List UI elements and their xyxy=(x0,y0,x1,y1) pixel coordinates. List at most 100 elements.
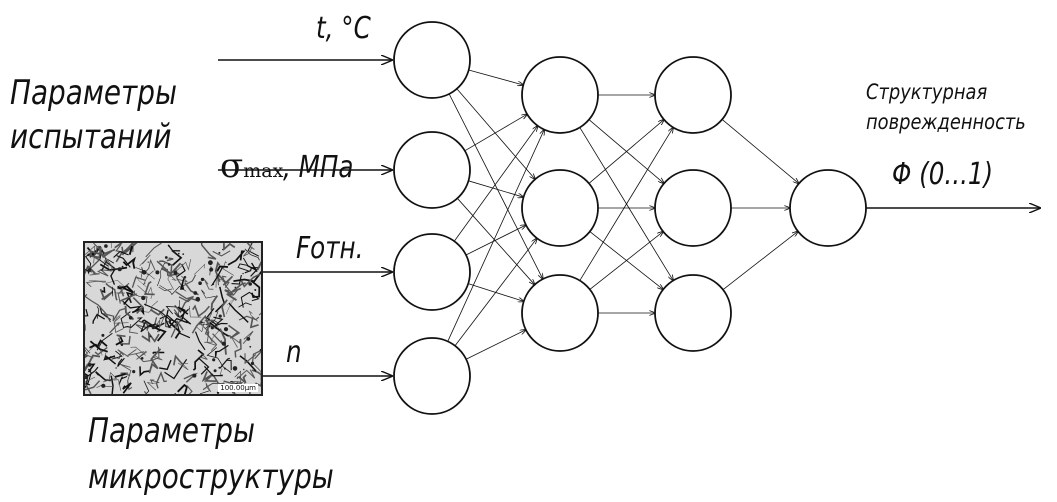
grain-particle xyxy=(167,263,171,266)
grain-boundary xyxy=(118,375,128,385)
grain-boundary xyxy=(212,250,231,257)
grain-particle xyxy=(234,286,237,289)
grain-boundary xyxy=(116,334,126,338)
grain-boundary xyxy=(221,299,228,318)
grain-boundary xyxy=(139,300,159,313)
grain-boundary xyxy=(223,243,236,251)
grain-boundary xyxy=(158,286,173,292)
grain-boundary xyxy=(135,346,160,363)
micrograph-image: 100.00µm xyxy=(83,241,263,396)
grain-boundary xyxy=(132,297,144,314)
grain-boundary xyxy=(88,280,126,288)
grain-particle xyxy=(121,265,124,268)
grain-boundary xyxy=(221,275,239,296)
grain-boundary xyxy=(175,259,192,272)
connection-l1-2-0 xyxy=(579,127,673,281)
connection-l0-3-2 xyxy=(465,330,526,360)
grain-particle xyxy=(89,369,92,372)
grain-particle xyxy=(221,341,226,346)
grain-boundary xyxy=(233,270,261,283)
input-label-n: n xyxy=(286,335,302,370)
connection-l0-2-1 xyxy=(465,225,526,256)
grain-boundary xyxy=(85,280,107,288)
grain-boundary xyxy=(238,302,252,308)
connection-l0-1-0 xyxy=(464,114,527,152)
grain-boundary xyxy=(240,291,260,308)
input-label-relative-area: Fотн. xyxy=(296,231,364,266)
grain-boundary xyxy=(251,349,261,366)
grain-boundary xyxy=(117,357,125,367)
grain-particle xyxy=(254,289,257,291)
connection-l1-2-1 xyxy=(589,232,663,290)
grain-boundary xyxy=(196,321,210,333)
grain-particle xyxy=(232,366,238,371)
grain-boundary xyxy=(116,255,131,268)
grain-particle xyxy=(243,368,245,371)
grain-particle xyxy=(141,270,147,275)
grain-particle xyxy=(178,252,180,255)
grain-boundary xyxy=(140,319,152,333)
grain-boundary xyxy=(180,308,192,325)
neuron-layer3-2 xyxy=(654,169,732,247)
grain-boundary xyxy=(225,297,236,315)
grain-boundary xyxy=(85,354,88,359)
connection-l0-2-0 xyxy=(453,126,537,242)
grain-boundary xyxy=(219,328,227,355)
grain-boundary xyxy=(166,269,177,281)
grain-particle xyxy=(218,251,221,254)
grain-boundary xyxy=(110,375,114,394)
grain-boundary xyxy=(124,317,143,328)
grain-boundary xyxy=(203,365,223,377)
grain-boundary xyxy=(99,288,114,301)
grain-boundary xyxy=(167,244,181,252)
grain-boundary xyxy=(127,380,133,391)
test-params-label-line2: испытаний xyxy=(10,117,172,157)
grain-boundary xyxy=(205,382,212,393)
grain-boundary xyxy=(114,243,123,249)
grain-particle xyxy=(193,291,198,295)
grain-boundary xyxy=(113,379,122,391)
grain-boundary xyxy=(137,320,149,331)
grain-boundary xyxy=(176,263,186,278)
grain-particle xyxy=(213,369,217,373)
neuron-layer3-1 xyxy=(654,56,732,134)
grain-boundary xyxy=(105,260,116,285)
connection-l0-3-0 xyxy=(447,130,544,342)
grain-boundary xyxy=(120,293,138,302)
grain-boundary xyxy=(139,254,151,267)
grain-boundary xyxy=(204,279,214,290)
grain-particle xyxy=(192,373,197,378)
sigma-symbol: σ xyxy=(220,146,244,186)
grain-boundary xyxy=(173,354,184,366)
grain-boundary xyxy=(230,370,242,385)
grain-boundary xyxy=(130,346,146,356)
micro-params-label-line1: Параметры xyxy=(88,411,255,451)
grain-boundary xyxy=(179,278,185,290)
grain-particle xyxy=(132,370,136,374)
neuron-layer3-3 xyxy=(654,274,732,352)
sigma-subscript: max xyxy=(243,160,284,182)
grain-boundary xyxy=(152,324,167,342)
grain-boundary xyxy=(156,260,172,277)
grain-boundary xyxy=(251,369,261,387)
grain-boundary xyxy=(148,348,162,374)
grain-particle xyxy=(246,337,251,341)
grain-boundary xyxy=(225,334,241,348)
grain-particle xyxy=(101,333,105,337)
grain-particle xyxy=(222,248,224,251)
grain-particle xyxy=(149,335,152,338)
grain-particle xyxy=(223,327,229,332)
grain-boundary xyxy=(133,290,148,307)
grain-particle xyxy=(210,326,214,330)
connection-l0-3-1 xyxy=(454,238,537,347)
grain-boundary xyxy=(135,274,147,288)
connection-l2-2-0 xyxy=(722,231,798,290)
grain-boundary xyxy=(194,263,206,275)
grain-boundary xyxy=(214,286,226,313)
grain-boundary xyxy=(244,353,257,365)
output-title-line1: Структурная xyxy=(866,80,988,104)
grain-boundary xyxy=(175,291,194,303)
grain-boundary xyxy=(92,313,106,324)
neuron-layer1-2 xyxy=(393,131,471,209)
